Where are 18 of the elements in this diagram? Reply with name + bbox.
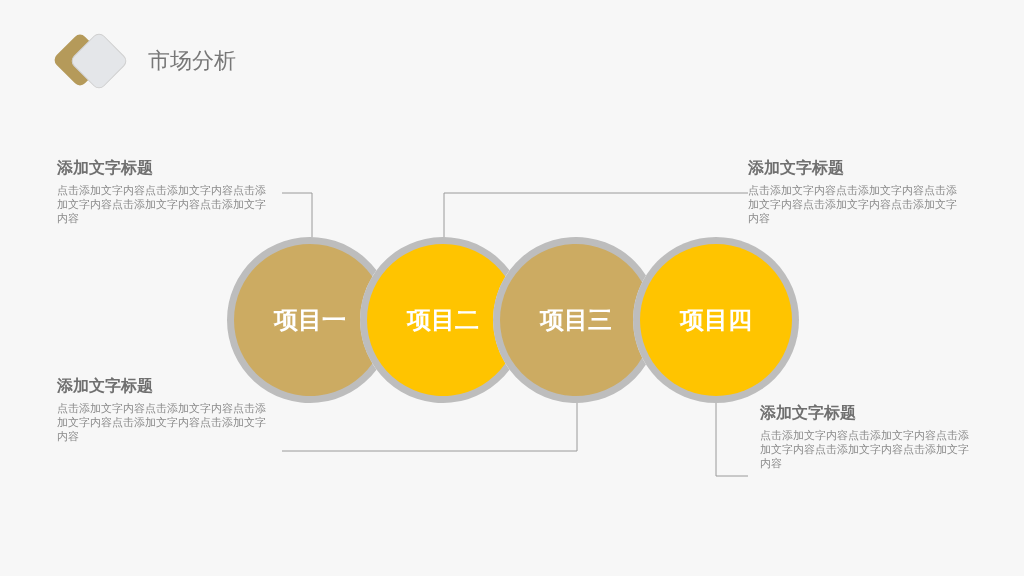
circle-label: 项目二 — [405, 305, 480, 336]
leader-line — [281, 192, 313, 238]
body-text: 点击添加文字内容点击添加文字内容点击添加文字内容点击添加文字内容点击添加文字内容 — [57, 402, 267, 444]
body-text: 点击添加文字内容点击添加文字内容点击添加文字内容点击添加文字内容点击添加文字内容 — [748, 184, 958, 226]
heading: 添加文字标题 — [748, 158, 845, 178]
heading: 添加文字标题 — [57, 158, 154, 178]
circle-label: 项目一 — [272, 305, 347, 336]
leader-line — [443, 192, 749, 238]
item-circle — [633, 237, 799, 403]
circle-label: 项目三 — [538, 305, 613, 336]
page-title: 市场分析 — [148, 47, 236, 75]
body-text: 点击添加文字内容点击添加文字内容点击添加文字内容点击添加文字内容点击添加文字内容 — [760, 429, 970, 471]
leader-line — [281, 402, 578, 452]
circle-label: 项目四 — [678, 305, 753, 336]
heading: 添加文字标题 — [760, 403, 857, 423]
body-text: 点击添加文字内容点击添加文字内容点击添加文字内容点击添加文字内容点击添加文字内容 — [57, 184, 267, 226]
leader-line — [715, 402, 749, 477]
heading: 添加文字标题 — [57, 376, 154, 396]
